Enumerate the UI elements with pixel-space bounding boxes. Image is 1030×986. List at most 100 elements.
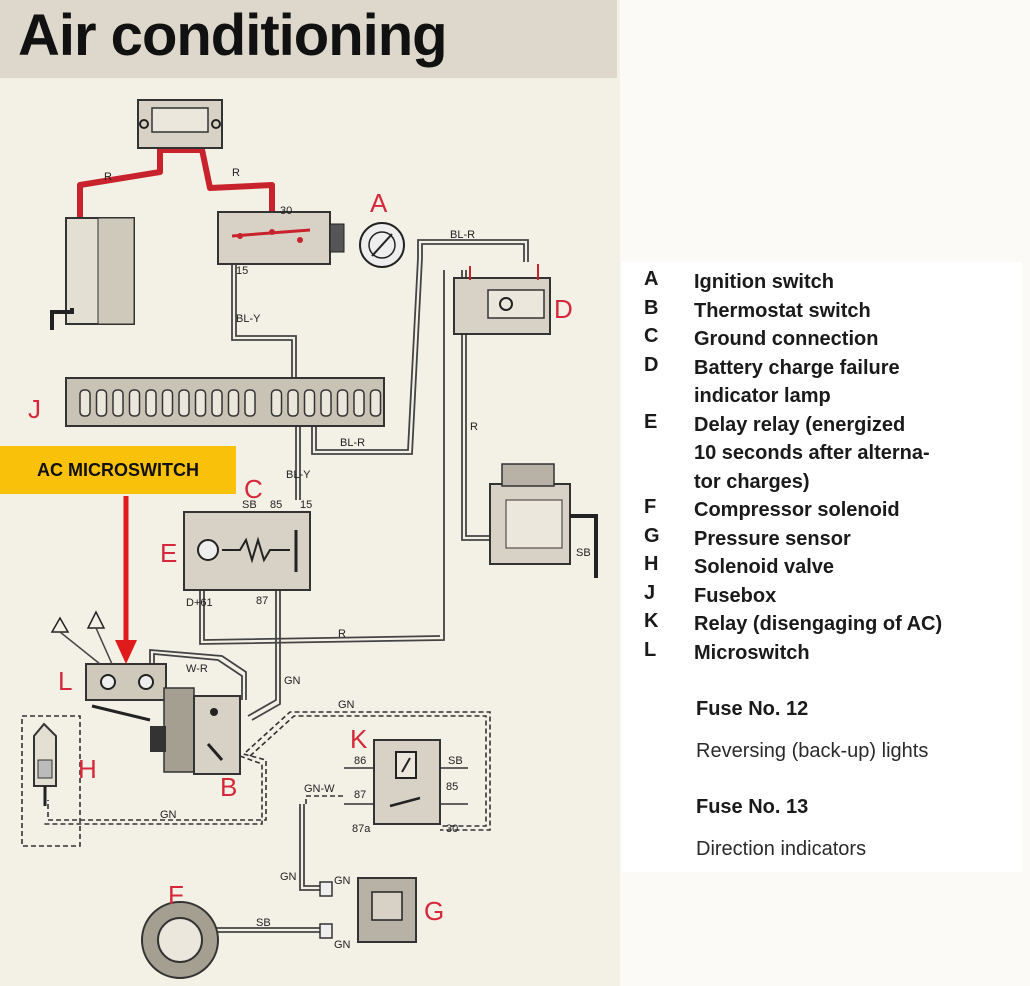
fuse-cells [79, 389, 382, 417]
wire-label-sb-alt: SB [576, 547, 591, 559]
fuse-cell [161, 389, 174, 417]
legend-key: J [644, 581, 656, 604]
wire-label-r2: R [232, 167, 240, 179]
component-labels: A B C D E F G H J K L [28, 188, 573, 926]
fuse-cell [178, 389, 190, 417]
legend-desc: Delay relay (energized 10 seconds after … [694, 413, 930, 493]
title-band [0, 0, 617, 78]
red-supply-wires [77, 139, 275, 232]
wire-label-gn-w: GN-W [304, 783, 335, 795]
battery [50, 217, 135, 330]
thermostat-switch [150, 687, 241, 775]
fuse-cell [79, 389, 91, 417]
ignition-switch [217, 211, 405, 268]
fuse-cell [353, 389, 365, 417]
wire-label-bl-r-top: BL-R [450, 229, 475, 241]
wire-label-w-r: W-R [186, 663, 208, 675]
terminal-30: 30 [280, 205, 292, 217]
wire-label-sb-e: SB [242, 499, 257, 511]
fuse-13-desc: Direction indicators [696, 838, 867, 860]
wire-label-gn-vert: GN [284, 675, 301, 687]
fuse-cell [303, 389, 316, 417]
wire-label-bl-y-top: BL-Y [236, 313, 261, 325]
component-label-b: B [220, 772, 237, 802]
legend-key: A [644, 268, 659, 290]
legend-desc: Ground connection [694, 328, 879, 350]
fuse-12-desc: Reversing (back-up) lights [696, 740, 929, 762]
fuse-cell [287, 389, 299, 417]
fuse-cell [244, 389, 256, 417]
fuse-cell [320, 389, 332, 417]
component-label-c: C [244, 474, 263, 504]
top-connector [137, 99, 223, 149]
wiring-diagram: Air conditioning R R [0, 0, 620, 986]
legend-desc: Pressure sensor [694, 527, 851, 550]
fuse-12-title: Fuse No. 12 [696, 698, 809, 720]
terminal-85: 85 [270, 499, 282, 511]
legend-key: H [644, 553, 659, 575]
legend-desc: Ignition switch [694, 271, 834, 293]
component-label-a: A [370, 188, 388, 218]
pressure-sensor [319, 877, 417, 943]
relay-terminal-30: 30 [446, 823, 458, 835]
component-label-d: D [554, 294, 573, 324]
wire-label-r1: R [104, 171, 112, 183]
ac-relay [344, 739, 468, 825]
legend-desc: Thermostat switch [694, 299, 871, 322]
wiring-schematic: R R 30 15 [21, 99, 598, 979]
ac-microswitch-callout: AC MICROSWITCH [0, 446, 236, 494]
wire-label-gn-g1: GN [334, 875, 351, 887]
component-label-j: J [28, 394, 41, 424]
fuse-cell [95, 389, 108, 417]
fuse-13-title: Fuse No. 13 [696, 796, 809, 818]
alternator [489, 463, 598, 578]
legend-key: G [644, 524, 660, 547]
wire-label-sb-k: SB [448, 755, 463, 767]
terminal-15-relay: 15 [300, 499, 312, 511]
relay-terminal-87a: 87a [352, 823, 371, 835]
compressor-solenoid [141, 901, 219, 979]
component-label-f: F [168, 880, 184, 910]
wire-label-gn-g2: GN [334, 939, 351, 951]
legend-key: L [644, 638, 657, 661]
relay-terminal-87: 87 [354, 789, 366, 801]
fuse-cell [145, 389, 157, 417]
legend-key: F [644, 496, 657, 518]
fuse-cell [128, 389, 141, 417]
component-label-g: G [424, 896, 444, 926]
wire-label-gn-left: GN [280, 871, 297, 883]
wire-label-bl-r-mid: BL-R [340, 437, 365, 449]
legend-key: K [644, 610, 659, 632]
fuse-cell [336, 389, 349, 417]
legend-desc: Relay (disengaging of AC) [694, 613, 943, 635]
legend-desc: Battery charge failure indicator lamp [694, 356, 900, 408]
terminal-87: 87 [256, 595, 268, 607]
legend-desc: Solenoid valve [694, 556, 835, 578]
relay-terminal-86: 86 [354, 755, 366, 767]
legend-key: C [644, 325, 659, 347]
component-label-l: L [58, 666, 72, 696]
charge-indicator-lamp [453, 264, 551, 335]
wire-label-r-vertical: R [470, 421, 478, 433]
wire-label-r-bottom: R [338, 628, 346, 640]
fuse-cell [270, 389, 283, 417]
fuse-cell [211, 389, 223, 417]
terminal-15: 15 [236, 265, 248, 277]
wire-label-gn-top: GN [338, 699, 355, 711]
fuse-cell [194, 389, 207, 417]
page-title: Air conditioning [18, 3, 448, 68]
wire-label-gn-bottom: GN [160, 809, 177, 821]
wire-label-bl-y-mid: BL-Y [286, 469, 311, 481]
wire-label-sb-f: SB [256, 917, 271, 929]
legend-key: E [644, 410, 658, 433]
legend-key: B [644, 296, 659, 319]
relay-terminal-85: 85 [446, 781, 458, 793]
fuse-cell [369, 389, 382, 417]
callout-arrow [115, 496, 137, 664]
signal-wires [149, 239, 529, 933]
dashed-wires [21, 711, 491, 847]
terminal-d61: D+61 [186, 597, 213, 609]
fuse-cell [112, 389, 124, 417]
microswitch [50, 610, 167, 722]
